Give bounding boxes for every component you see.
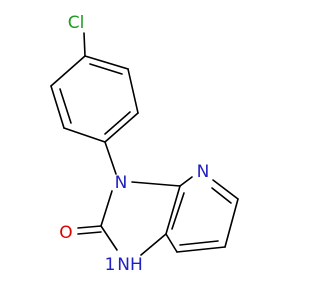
bond-fusion bbox=[165, 185, 181, 235]
bond-ring-a bbox=[84, 55, 129, 70]
bond-c5-c6 bbox=[224, 198, 239, 248]
bond-c2-n1 bbox=[100, 225, 118, 251]
bond-ring-e bbox=[50, 85, 65, 129]
bond-npyr-c5-inner bbox=[211, 187, 232, 204]
atom-label-n3: N bbox=[115, 173, 128, 193]
bond-c6-c7-inner bbox=[179, 240, 219, 246]
atom-label-n-pyridine: N bbox=[197, 162, 210, 182]
bond-n3-c7a bbox=[131, 181, 181, 187]
bond-fusion-inner bbox=[171, 192, 185, 230]
atom-label-nh-prefix: 1 bbox=[105, 255, 116, 275]
bond-ring-c bbox=[104, 112, 139, 143]
bond-ring-b bbox=[127, 68, 139, 114]
bond-c6-c7 bbox=[176, 246, 226, 253]
bond-ring-f bbox=[50, 55, 86, 87]
atom-label-nh: NH bbox=[117, 255, 143, 275]
bond-ring-e-inner bbox=[59, 88, 72, 124]
bond-n1-c3a bbox=[140, 233, 167, 256]
bond-c-n3 bbox=[104, 141, 117, 175]
structure-diagram: Cl N N O 1 NH bbox=[50, 13, 239, 275]
bond-cl-c bbox=[83, 32, 86, 57]
bond-c7-c3a bbox=[165, 233, 178, 253]
bond-c2-o-2 bbox=[77, 231, 102, 235]
bond-ring-c-inner bbox=[104, 111, 131, 135]
molecule-svg: Cl N N O 1 NH bbox=[50, 13, 239, 275]
atom-label-o: O bbox=[59, 223, 72, 243]
bond-ring-a-inner bbox=[89, 63, 123, 75]
atom-label-cl: Cl bbox=[68, 13, 85, 33]
bond-ring-d bbox=[63, 127, 106, 143]
bond-c7a-npyr bbox=[179, 176, 193, 187]
bond-c2-o-1 bbox=[77, 225, 102, 229]
bond-npyr-c5 bbox=[212, 179, 239, 200]
bond-n3-c2 bbox=[100, 190, 113, 227]
